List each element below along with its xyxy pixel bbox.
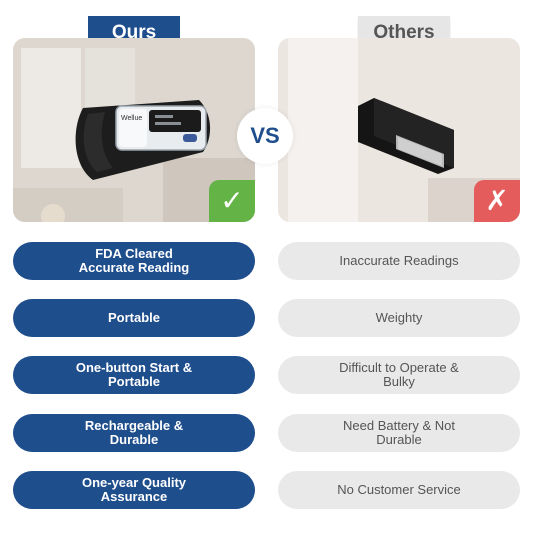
- others-feature-pill: Need Battery & Not Durable: [278, 414, 520, 452]
- brand-logo-text: Wellue: [121, 115, 142, 122]
- vs-badge: VS: [237, 108, 293, 164]
- check-icon: ✓: [209, 180, 255, 222]
- others-feature-pill: Weighty: [278, 299, 520, 337]
- ours-feature-pill: Portable: [13, 299, 255, 337]
- ours-feature-pill: Rechargeable & Durable: [13, 414, 255, 452]
- cross-icon: ✗: [474, 180, 520, 222]
- ours-feature-pill: One-button Start & Portable: [13, 356, 255, 394]
- others-feature-pill: No Customer Service: [278, 471, 520, 509]
- ours-feature-pill: One-year Quality Assurance: [13, 471, 255, 509]
- ours-feature-pill: FDA Cleared Accurate Reading: [13, 242, 255, 280]
- others-feature-pill: Difficult to Operate & Bulky: [278, 356, 520, 394]
- others-feature-pill: Inaccurate Readings: [278, 242, 520, 280]
